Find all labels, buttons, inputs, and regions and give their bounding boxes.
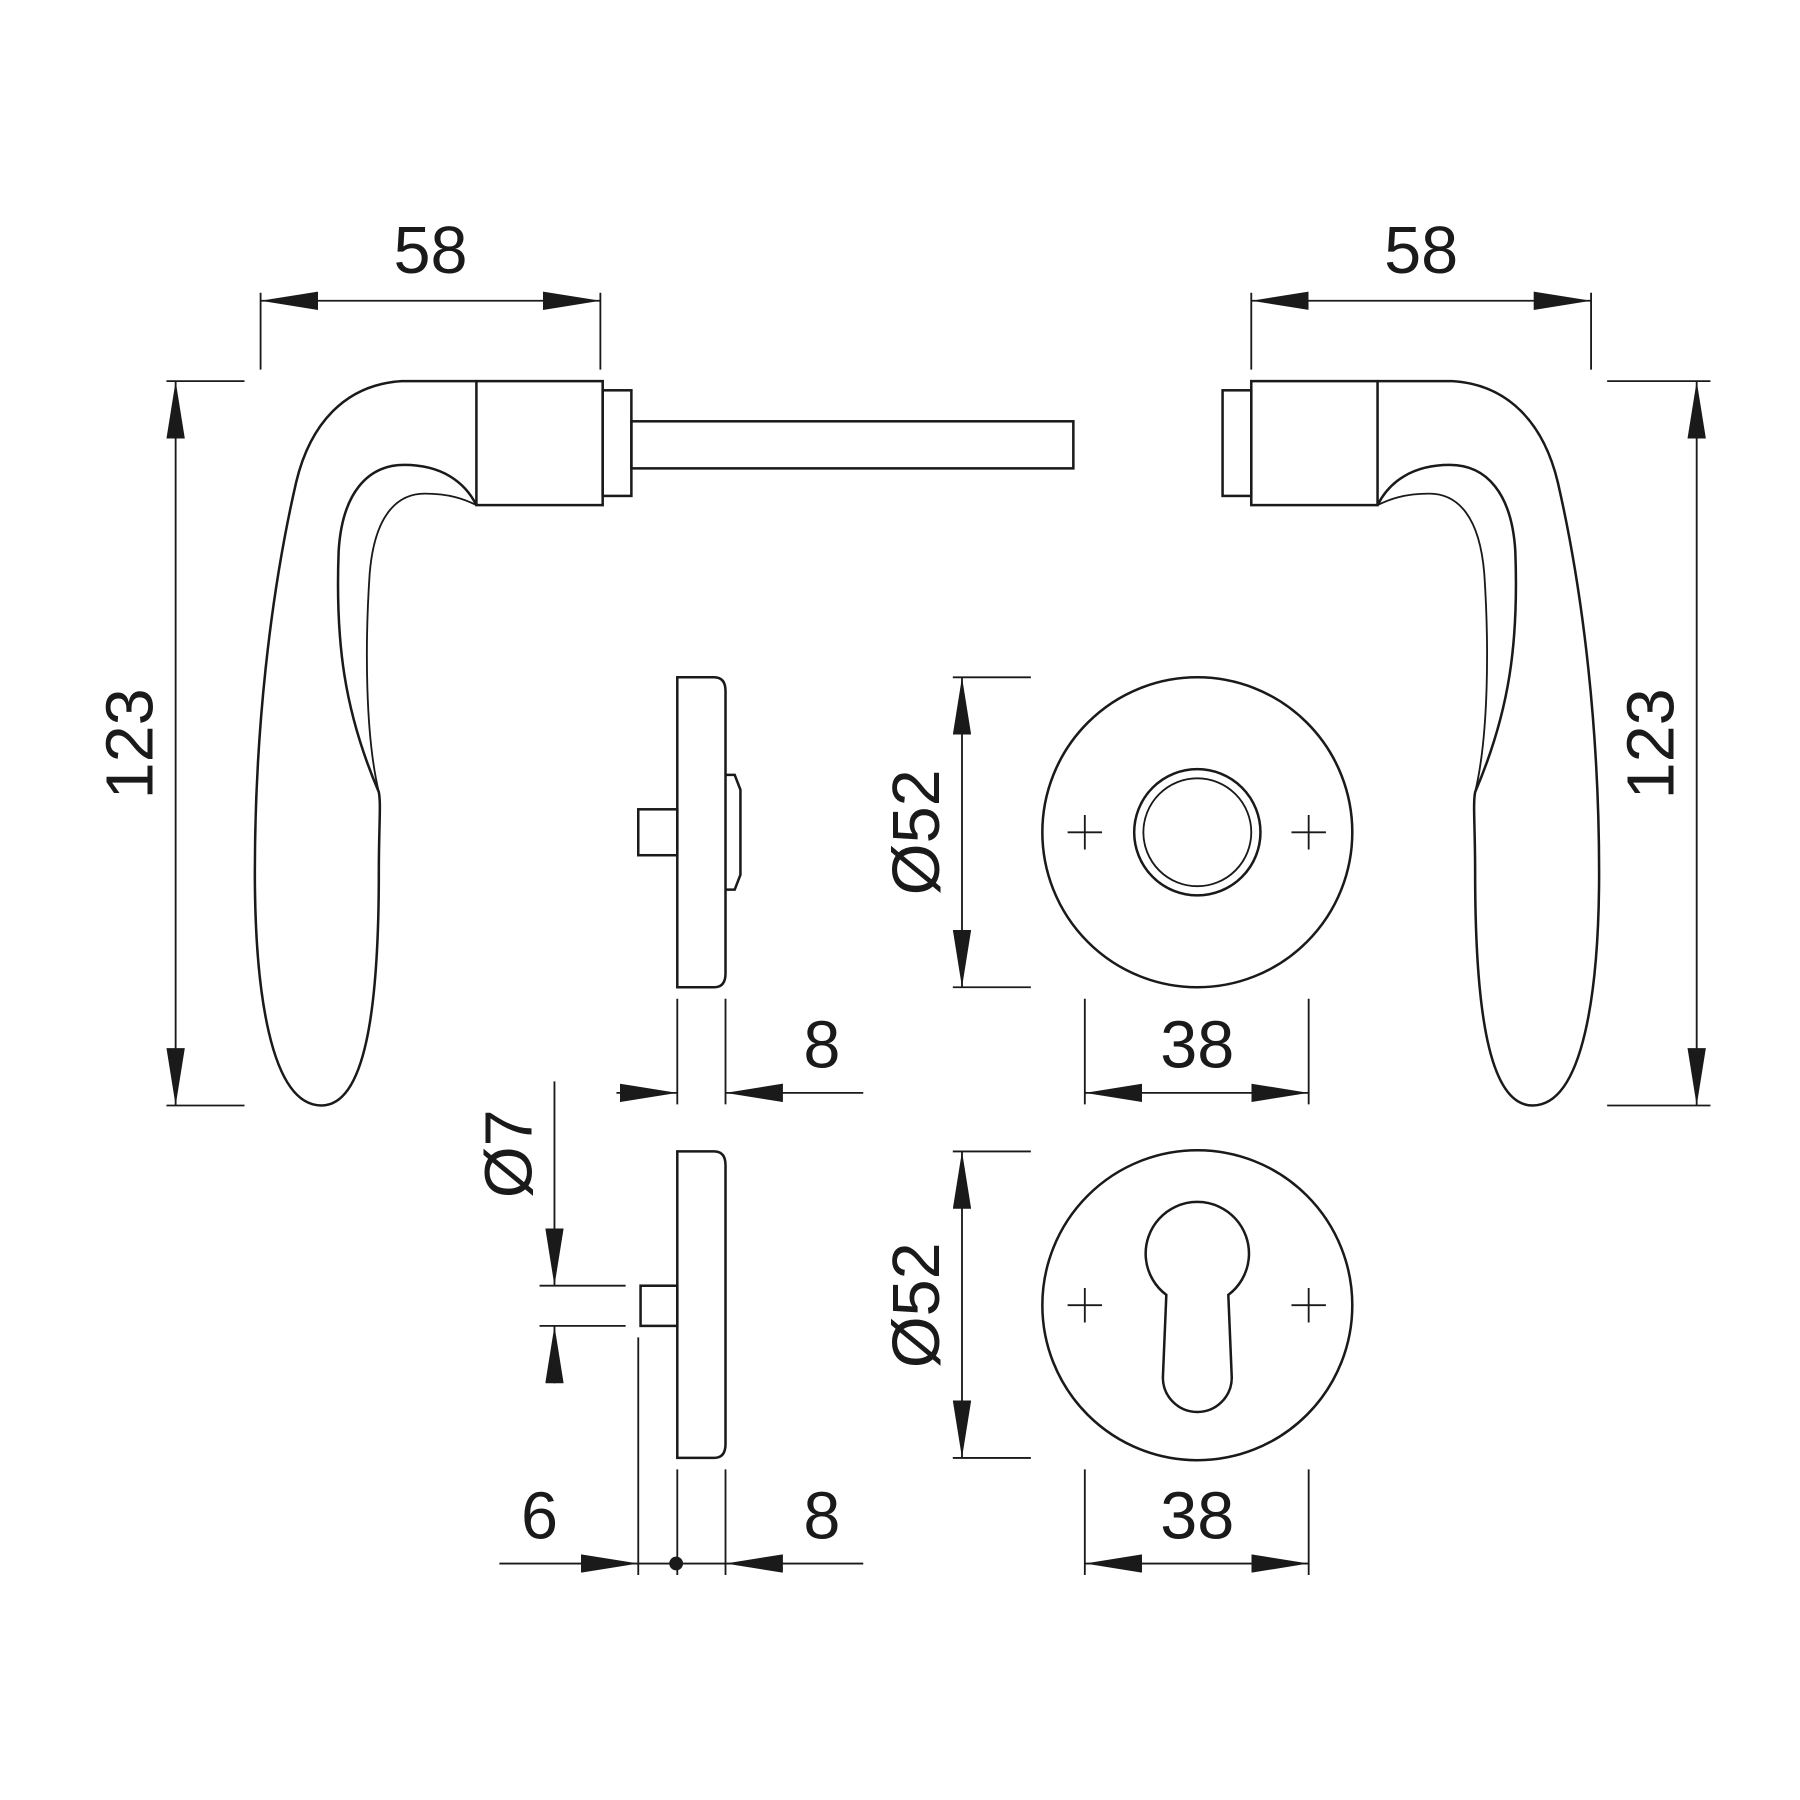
spindle <box>630 420 1075 470</box>
svg-text:58: 58 <box>1384 214 1458 288</box>
screw-marks <box>1067 815 1326 850</box>
svg-text:8: 8 <box>803 1009 840 1083</box>
dim-left-height: 123 <box>94 380 245 1107</box>
svg-text:8: 8 <box>803 1479 840 1553</box>
dim-left-width: 58 <box>259 214 602 370</box>
svg-text:123: 123 <box>1615 688 1689 799</box>
rose-top-front-view: Ø52 38 <box>880 676 1354 1105</box>
handle-right <box>1221 379 1601 1107</box>
handle-left <box>253 379 1075 1107</box>
dim-right-height: 123 <box>1607 380 1711 1107</box>
rose-bottom-front-view: Ø52 38 <box>880 1148 1354 1576</box>
svg-text:38: 38 <box>1160 1009 1234 1083</box>
svg-text:58: 58 <box>393 214 467 288</box>
rose-top-side-view: 8 <box>616 676 864 1105</box>
svg-text:Ø7: Ø7 <box>473 1109 547 1198</box>
screw-marks <box>1067 1288 1326 1323</box>
svg-text:Ø52: Ø52 <box>880 1242 954 1368</box>
svg-text:123: 123 <box>94 688 168 799</box>
dim-right-width: 58 <box>1250 214 1592 370</box>
svg-text:38: 38 <box>1160 1479 1234 1553</box>
cylinder-keyhole <box>1144 1200 1251 1414</box>
svg-text:Ø52: Ø52 <box>880 769 954 895</box>
svg-text:6: 6 <box>521 1479 558 1553</box>
rose-bottom-side-view: Ø7 6 8 <box>473 1081 864 1576</box>
